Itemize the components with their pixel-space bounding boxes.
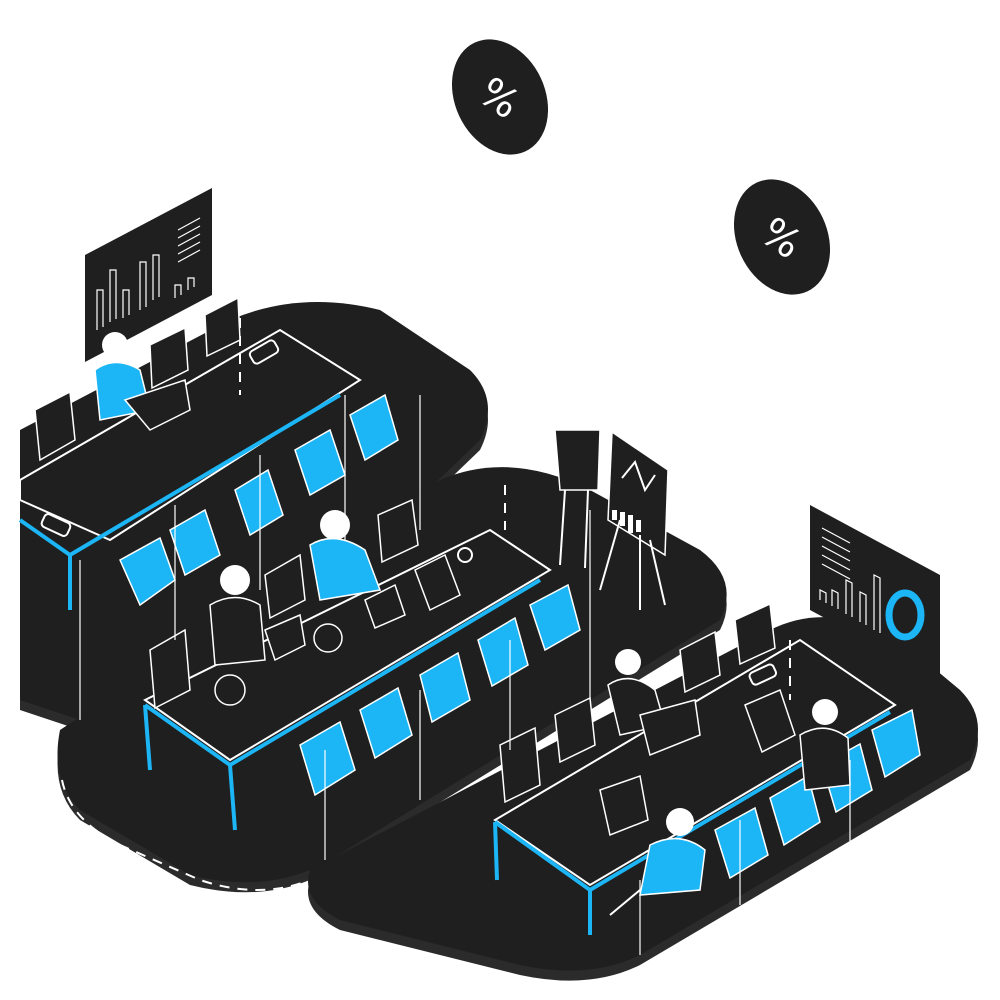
person-right-front-woman: [599, 775, 706, 916]
percent-badge-top: %: [451, 39, 549, 155]
person-center-woman: [309, 510, 382, 653]
wall-chart-screen-right: [810, 505, 940, 680]
chairs-right-back: [499, 602, 776, 804]
laptop-icon: [364, 583, 406, 630]
chairs-left-back: [34, 296, 241, 462]
person-right-woman: [607, 649, 701, 757]
chairs-center-front: [299, 583, 581, 797]
laptop-icon: [744, 688, 796, 754]
wall-chart-screen-left: [85, 188, 212, 362]
glass-partitions: [79, 395, 851, 955]
chairs-center-back: [149, 498, 419, 710]
laptop-icon: [123, 379, 191, 431]
conference-table-right: [493, 638, 897, 935]
laptop-icon: [264, 613, 306, 662]
laptop-icon: [639, 699, 701, 757]
platform-center: [57, 467, 727, 893]
person-right-man: [744, 688, 851, 791]
percent-badge-right: %: [733, 179, 831, 295]
laptop-icon: [414, 553, 461, 612]
tablet-icon: [40, 513, 72, 537]
tablet-icon: [248, 339, 280, 365]
cup-icon: [457, 547, 473, 563]
presenter: [554, 404, 626, 569]
chairs-left-front: [119, 393, 399, 607]
flip-chart-easel: [599, 430, 669, 610]
laptop-icon: [599, 775, 649, 837]
person-left-seated: [94, 332, 191, 431]
person-center-beard: [209, 565, 266, 706]
tablet-icon: [748, 663, 778, 686]
conference-table-left: [18, 300, 362, 610]
